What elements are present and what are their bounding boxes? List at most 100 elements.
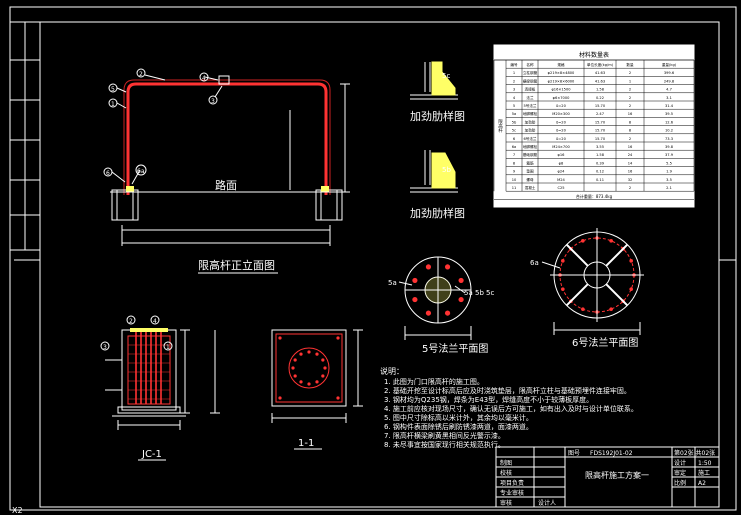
bolt-hole <box>561 259 565 263</box>
table-cell: 8 <box>629 120 632 124</box>
flange5-bolt-holes <box>412 264 464 316</box>
table-cell: 16 <box>628 112 633 116</box>
foundation-right <box>315 189 343 221</box>
jc1-callout: 1 <box>166 344 170 351</box>
base-plate-left <box>126 186 134 192</box>
table-cell: 24 <box>628 153 633 157</box>
table-cell: 0.22 <box>596 96 604 100</box>
bolt-hole <box>412 296 418 303</box>
table-header: 规格 <box>557 62 565 67</box>
section-stirrup <box>275 333 343 403</box>
corner-bar <box>336 336 340 340</box>
table-cell: δ=20 <box>556 129 566 133</box>
table-cell: φ219×8×6000 <box>548 79 575 83</box>
bolt-hole <box>561 287 565 291</box>
table-header: 编号 <box>510 62 518 67</box>
section-bar <box>315 380 319 384</box>
section-bars <box>278 336 340 400</box>
table-cell: 5.5 <box>666 161 672 165</box>
section-outline <box>271 329 347 407</box>
table-cell: 31.4 <box>665 104 674 108</box>
table-cell: 11 <box>512 186 517 190</box>
table-side-label: 限高杆 <box>498 118 503 134</box>
bolt-hole <box>581 307 585 311</box>
flange5-callout: 5b <box>475 289 484 297</box>
section-bar <box>299 380 303 384</box>
table-cell: 10 <box>512 178 517 182</box>
table-cell: 4 <box>513 96 516 100</box>
table-cell: 加劲肋 <box>525 128 536 133</box>
table-cell: 5 <box>513 104 515 108</box>
table-header: 名称 <box>526 62 534 67</box>
table-cell: 混凝土 <box>525 185 536 190</box>
table-cell: 2 <box>513 79 515 83</box>
stiffener-mark: 5c <box>442 72 450 80</box>
title-block <box>495 446 720 508</box>
callout-label: 5 <box>111 86 115 93</box>
table-cell: 立柱钢管 <box>523 70 538 75</box>
stirrup <box>127 335 171 405</box>
jc1-rebars <box>127 328 171 405</box>
jc1-callout: 2 <box>129 318 133 325</box>
tb-label: 比例 <box>674 479 686 487</box>
callout-label: 4 <box>202 75 206 82</box>
table-cell: 2 <box>629 71 631 75</box>
bolt-hole <box>412 277 418 284</box>
table-header: 重量(kg) <box>662 62 677 67</box>
section-bar <box>293 374 297 378</box>
bolt-hole <box>629 259 633 263</box>
foundation-left <box>111 189 139 221</box>
callout-bubble <box>108 83 118 93</box>
table-cell: 9 <box>513 170 516 174</box>
table-cell: 5号法兰 <box>523 103 536 108</box>
table-cell: 2 <box>629 88 631 92</box>
callout-bubble <box>199 72 209 82</box>
road-label: 路面 <box>215 179 237 192</box>
table-cell: 12.6 <box>665 120 674 124</box>
elevation-title: 限高杆正立面图 <box>198 258 275 272</box>
base-plate-right <box>321 186 329 192</box>
callout-label: 6a <box>137 168 145 175</box>
section-bar <box>315 352 319 356</box>
table-cell: 10.2 <box>665 129 673 133</box>
bolt-hole <box>425 264 432 270</box>
corner-bar <box>278 336 282 340</box>
table-cell: 8 <box>629 129 632 133</box>
stiffener-rib <box>565 283 589 307</box>
stiffener-rib <box>565 243 589 267</box>
table-cell: 32 <box>628 178 633 182</box>
table-cell: 16 <box>628 170 633 174</box>
table-cell: 15.70 <box>595 120 606 124</box>
table-cell: 基础钢筋 <box>523 152 538 157</box>
table-cell: 1 <box>513 71 515 75</box>
callout-bubble <box>136 68 146 78</box>
flange6-callout: 6a <box>530 259 539 267</box>
flange6-title: 6号法兰平面图 <box>572 336 638 349</box>
table-cell: 2 <box>629 104 631 108</box>
stiffener-plate <box>431 152 456 189</box>
tb-label: 审核 <box>500 499 512 507</box>
table-cell: 0.11 <box>596 178 604 182</box>
tb-label: 校核 <box>500 469 512 477</box>
corner-label: X2 <box>12 506 23 515</box>
callout-bubble <box>103 167 113 177</box>
tb-value: 1:50 <box>698 460 712 467</box>
table-cell: 5a <box>512 112 517 116</box>
section-bar <box>291 366 295 370</box>
section-bar <box>299 352 303 356</box>
bolt-hole <box>629 287 633 291</box>
section-title: 1-1 <box>298 438 314 449</box>
table-cell: φ219×8×4800 <box>548 71 575 75</box>
corner-bar <box>278 396 282 400</box>
table-cell: 垫圈 <box>526 169 534 174</box>
bolt-hole <box>581 239 585 243</box>
notes-block: 说明： 1. 此图为门口限高杆的施工图。 2. 基础开挖至设计标高后应及时浇筑垫… <box>380 366 638 449</box>
table-cell: δ=20 <box>556 120 566 124</box>
table-cell: C25 <box>557 186 564 190</box>
table-cell: φ16×1500 <box>551 88 571 92</box>
table-cell: 1 <box>629 79 631 83</box>
table-cell: 2 <box>629 137 631 141</box>
table-cell: 3.55 <box>596 145 604 149</box>
stiffener-mark: 5b <box>442 166 451 174</box>
